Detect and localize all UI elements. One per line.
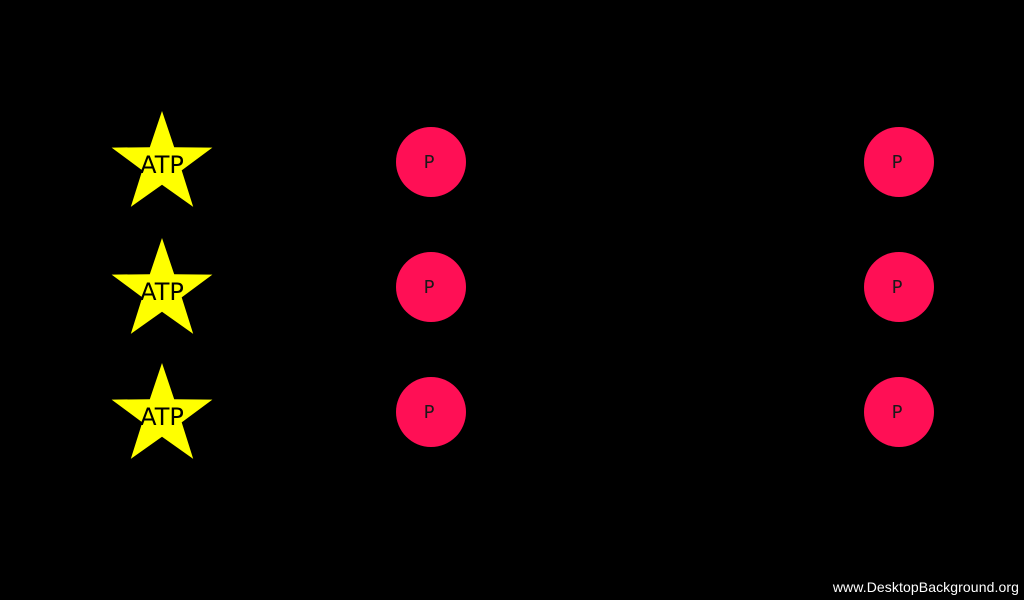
phosphate: P <box>864 252 934 322</box>
circle-icon <box>396 252 466 322</box>
phosphate-label: P <box>424 152 435 173</box>
atp-molecule: ATP <box>111 238 213 334</box>
phosphate: P <box>396 252 466 322</box>
circle-icon <box>864 252 934 322</box>
phosphate-label: P <box>892 277 903 298</box>
phosphate-label: P <box>892 152 903 173</box>
atp-molecule: ATP <box>111 363 213 459</box>
circle-icon <box>864 377 934 447</box>
watermark-text: www.DesktopBackground.org <box>832 579 1019 595</box>
atp-label: ATP <box>140 403 184 431</box>
phosphate: P <box>864 377 934 447</box>
atp-label: ATP <box>140 151 184 179</box>
phosphate-label: P <box>424 402 435 423</box>
atp-molecule: ATP <box>111 111 213 207</box>
phosphate-label: P <box>892 402 903 423</box>
phosphate: P <box>396 127 466 197</box>
star-icon <box>111 238 213 334</box>
circle-icon <box>396 377 466 447</box>
phosphate: P <box>396 377 466 447</box>
star-icon <box>111 111 213 207</box>
phosphate-label: P <box>424 277 435 298</box>
atp-label: ATP <box>140 278 184 306</box>
star-icon <box>111 363 213 459</box>
circle-icon <box>864 127 934 197</box>
phosphate: P <box>864 127 934 197</box>
circle-icon <box>396 127 466 197</box>
